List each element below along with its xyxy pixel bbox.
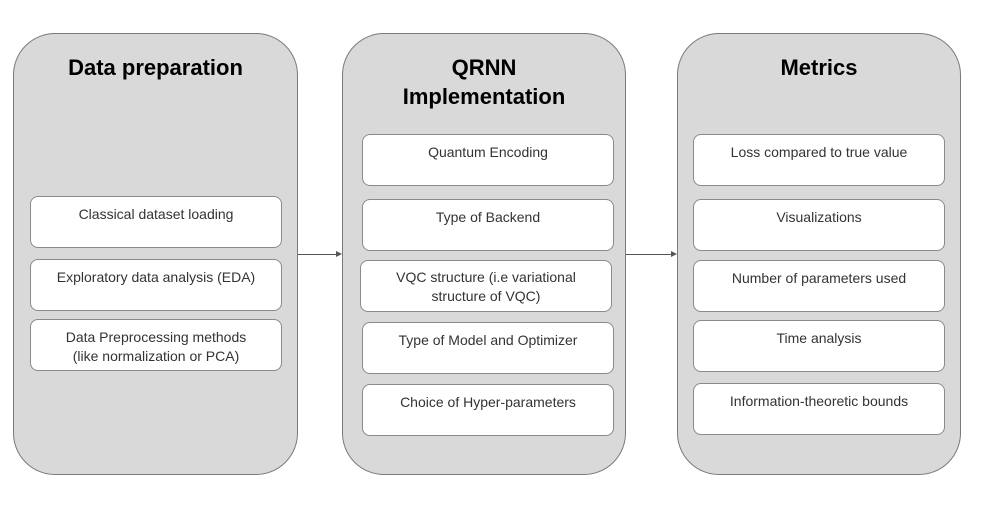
step-box: Data Preprocessing methods (like normali…: [30, 319, 282, 371]
step-box: Type of Model and Optimizer: [362, 322, 614, 374]
step-box: Exploratory data analysis (EDA): [30, 259, 282, 311]
flow-arrow-line: [626, 254, 671, 255]
step-box: Quantum Encoding: [362, 134, 614, 186]
stage-panel-metrics: Metrics Loss compared to true value Visu…: [677, 33, 961, 475]
flow-arrow-head: [336, 251, 342, 257]
step-box: Classical dataset loading: [30, 196, 282, 248]
step-box: VQC structure (i.e variational structure…: [360, 260, 612, 312]
step-box: Number of parameters used: [693, 260, 945, 312]
step-box: Type of Backend: [362, 199, 614, 251]
step-box: Time analysis: [693, 320, 945, 372]
step-box: Choice of Hyper-parameters: [362, 384, 614, 436]
step-box: Loss compared to true value: [693, 134, 945, 186]
stage-panel-data-preparation: Data preparation Classical dataset loadi…: [13, 33, 298, 475]
step-box: Visualizations: [693, 199, 945, 251]
stage-title: Metrics: [780, 55, 858, 80]
flow-arrow-head: [671, 251, 677, 257]
step-box: Information-theoretic bounds: [693, 383, 945, 435]
flow-arrow-line: [298, 254, 336, 255]
stage-panel-qrnn-implementation: QRNN Implementation Quantum Encoding Typ…: [342, 33, 626, 475]
stage-title: Data preparation: [68, 55, 243, 80]
stage-title: QRNN Implementation: [402, 55, 566, 109]
